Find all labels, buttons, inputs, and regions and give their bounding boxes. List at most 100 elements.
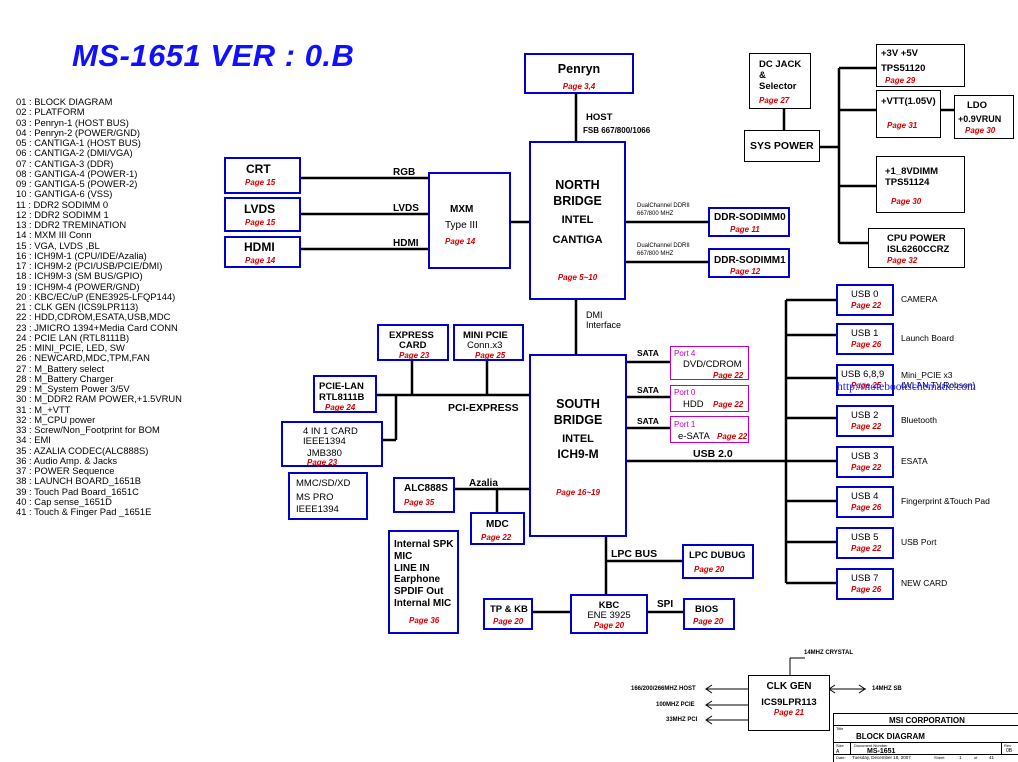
index-entry: 21 : CLK GEN (ICS9LPR113) [16, 301, 139, 312]
sb-line2: BRIDGE [553, 413, 603, 427]
index-entry: 25 : MINI_PCIE, LED, SW [16, 342, 125, 353]
vdimm-l2: TPS51124 [885, 177, 930, 188]
sata0-bus-label: SATA [637, 348, 659, 358]
index-entry: 24 : PCIE LAN (RTL8111B) [16, 331, 130, 343]
clock-pci-output: 33MHZ PCI [666, 717, 698, 723]
fsb-label: FSB 667/800/1066 [583, 126, 651, 135]
size-label: Size [836, 743, 844, 748]
kbc-block: KBC ENE 3925 Page 20 [570, 594, 648, 634]
pcie-lan-l1: PCIE-LAN [319, 381, 364, 392]
clock-sb-output: 14MHZ SB [872, 686, 902, 692]
sb-line1: SOUTH [556, 397, 600, 411]
index-entry: 01 : BLOCK DIAGRAM [16, 96, 113, 107]
cpu-power-l1: CPU POWER [887, 233, 946, 244]
index-entry: 35 : AZALIA CODEC(ALC888S) [16, 444, 149, 456]
hdd-page: Page 22 [713, 400, 744, 409]
host-label: HOST [586, 112, 613, 123]
of-label: of [974, 755, 978, 760]
index-entry: 15 : VGA, LVDS ,BL [16, 239, 100, 251]
cpu-page: Page 3,4 [562, 82, 596, 91]
nb-page: Page 5~10 [557, 273, 598, 282]
dmi-label2: Interface [586, 320, 622, 330]
audio-jack-item: Internal SPK [394, 539, 454, 550]
pcie-lan-l2: RTL8111B [319, 392, 365, 403]
usb-device-label: Mini_PCIE x3 [901, 370, 953, 380]
usb-device-label: USB Port [901, 537, 937, 547]
ddr0-bus-label2: 667/800 MHZ [637, 211, 674, 217]
mini-pcie-l1: MINI PCIE [463, 330, 508, 341]
index-entry: 02 : PLATFORM [16, 106, 85, 118]
clock-pcie-output: 100MHZ PCIE [656, 702, 695, 708]
ddr1-bus-label2: 667/800 MHZ [637, 251, 674, 257]
index-entry: 10 : GANTIGA-6 (VSS) [16, 188, 113, 200]
watermark-url: http://notebookschematic.com [837, 381, 976, 393]
usb-device-label: Launch Board [901, 333, 954, 343]
ldo-l2: +0.9VRUN [958, 114, 1002, 124]
dvd-cdrom-page: Page 22 [713, 371, 744, 380]
docnum-value: MS-1651 [867, 748, 896, 755]
card4in1-l1: 4 IN 1 CARD [303, 426, 358, 437]
index-entry: 13 : DDR2 TREMINATION [16, 219, 127, 230]
tps51120-block: +3V +5V TPS51120 Page 29 [876, 44, 965, 87]
rev-label: Rev [1004, 743, 1012, 748]
index-entry: 03 : Penryn-1 (HOST BUS) [16, 116, 129, 128]
nb-line1: NORTH [555, 178, 600, 192]
usb-device-label: NEW CARD [901, 578, 948, 588]
clk-gen-block: CLK GEN ICS9LPR113 Page 21 [748, 675, 830, 731]
alc888s-name: ALC888S [404, 483, 448, 494]
index-entry: 32 : M_CPU power [16, 413, 96, 425]
index-entry: 16 : ICH9M-1 (CPU/IDE/Azalia) [16, 249, 147, 261]
usb-port-name: USB 0 [851, 289, 879, 300]
south-bridge-block: SOUTH BRIDGE INTEL ICH9-M Page 16~19 [529, 354, 627, 537]
kbc-page: Page 20 [593, 621, 625, 630]
kbc-l2: ENE 3925 [587, 610, 631, 621]
pcie-lan-page: Page 24 [325, 403, 356, 412]
index-entry: 27 : M_Battery select [16, 362, 105, 374]
usb-port-page: Page 22 [851, 422, 882, 431]
card-reader-block: 4 IN 1 CARD IEEE1394 JMB380 Page 23 [281, 421, 383, 467]
ddr0-page: Page 11 [730, 225, 760, 234]
audio-jack-item: Internal MIC [394, 598, 452, 609]
index-entry: 06 : CANTIGA-2 (DMI/VGA) [16, 147, 133, 159]
cpu-penryn-block: Penryn Page 3,4 [524, 53, 634, 94]
index-entry: 30 : M_DDR2 RAM POWER,+1.5VRUN [16, 393, 182, 405]
sheet-title: BLOCK DIAGRAM [856, 732, 925, 741]
mini-pcie-l2: Conn.x3 [467, 340, 503, 351]
index-entry: 07 : CANTIGA-3 (DDR) [16, 157, 114, 169]
index-entry: 36 : Audio Amp. & Jacks [16, 454, 118, 466]
index-entry: 17 : ICH9M-2 (PCI/USB/PCIE/DMI) [16, 260, 163, 271]
usb-port-name: USB 4 [851, 491, 879, 502]
dmi-label1: DMI [586, 310, 603, 320]
tps51120-l2: TPS51120 [881, 63, 926, 74]
cpu-power-l2: ISL6260CCRZ [887, 244, 950, 255]
kbc-l1: KBC [598, 600, 620, 611]
usb-device-sublabel: (WLAN,TV,Robson) [901, 380, 976, 390]
sata2-port: Port 1 [674, 420, 696, 429]
express-card-page: Page 23 [399, 351, 430, 360]
sys-power-label: SYS POWER [750, 140, 814, 152]
index-entry: 34 : EMI [16, 434, 51, 446]
size-value: A [836, 749, 840, 755]
hdmi-name: HDMI [244, 240, 275, 254]
cpu-power-block: CPU POWER ISL6260CCRZ Page 32 [868, 228, 965, 268]
usb-device-label: ESATA [901, 456, 928, 466]
express-card-block: EXPRESS CARD Page 23 [377, 324, 449, 361]
alc888s-block: ALC888S Page 35 [393, 477, 455, 513]
index-entry: 37 : POWER Sequence [16, 465, 115, 476]
vdimm-l1: +1_8VDIMM [885, 166, 939, 177]
ddr-sodimm1-block: DDR-SODIMM1 Page 12 [708, 248, 790, 278]
dc-jack-l3: Selector [759, 81, 797, 92]
card-format-0: MMC/SD/XD [296, 478, 351, 489]
bios-page: Page 20 [693, 617, 724, 626]
usb-port-name: USB 5 [851, 532, 879, 543]
tps51120-l1: +3V +5V [881, 48, 918, 59]
nb-line2: BRIDGE [553, 194, 602, 208]
company-name: MSI CORPORATION [889, 716, 965, 725]
